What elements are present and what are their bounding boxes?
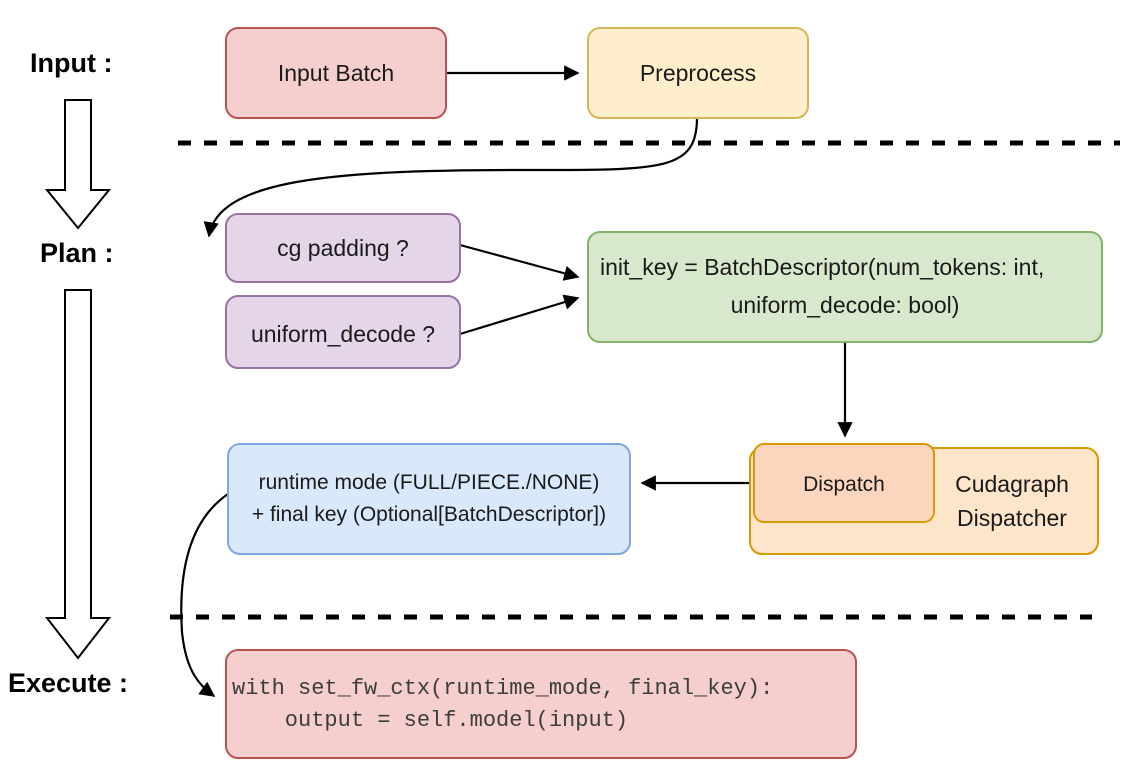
node-runtime-mode-label-line1: runtime mode (FULL/PIECE./NONE) — [259, 471, 600, 494]
node-dispatch-shape — [753, 443, 935, 523]
node-init-key[interactable]: init_key = BatchDescriptor(num_tokens: i… — [587, 231, 1103, 343]
edge-runtime-mode-to-execute-code — [180, 493, 229, 697]
node-input-batch-shape — [225, 27, 447, 119]
node-init-key-label-line2: uniform_decode: bool) — [731, 292, 960, 318]
node-execute-code-line2: output = self.model(input) — [232, 708, 628, 733]
node-dispatch-label: Dispatch — [803, 473, 885, 496]
node-uniform-decode-label: uniform_decode ? — [251, 321, 435, 347]
node-preprocess[interactable]: Preprocess — [587, 27, 809, 119]
stage-separators — [170, 140, 1120, 620]
node-cudagraph-dispatcher-label-line1: Cudagraph — [955, 471, 1069, 497]
stage-label-input: Input : — [30, 48, 112, 78]
edge-cg-padding-to-init-key — [459, 243, 580, 281]
node-execute-code-shape — [225, 649, 857, 759]
down-arrow-plan-to-execute — [44, 289, 112, 660]
node-cg-padding-label: cg padding ? — [277, 235, 409, 261]
node-execute-code[interactable]: with set_fw_ctx(runtime_mode, final_key)… — [225, 649, 857, 759]
stage-label-execute: Execute : — [8, 668, 128, 698]
node-uniform-decode[interactable]: uniform_decode ? — [225, 295, 461, 369]
node-runtime-mode[interactable]: runtime mode (FULL/PIECE./NONE) + final … — [227, 443, 631, 555]
node-runtime-mode-label-line2: + final key (Optional[BatchDescriptor]) — [252, 503, 606, 526]
edges — [180, 65, 853, 697]
stage-label-plan: Plan : — [40, 238, 114, 268]
edge-uniform-decode-to-init-key — [459, 294, 580, 336]
node-input-batch-label: Input Batch — [278, 60, 394, 86]
node-cudagraph-dispatcher-label-line2: Dispatcher — [957, 505, 1067, 531]
node-cg-padding-shape — [225, 213, 461, 283]
stage-labels: Input : Plan : Execute : — [8, 48, 128, 698]
node-dispatch[interactable]: Dispatch — [753, 443, 935, 523]
node-runtime-mode-shape — [227, 443, 631, 555]
node-preprocess-label: Preprocess — [640, 60, 756, 86]
node-input-batch[interactable]: Input Batch — [225, 27, 447, 119]
node-execute-code-line1: with set_fw_ctx(runtime_mode, final_key)… — [232, 676, 773, 701]
node-preprocess-shape — [587, 27, 809, 119]
down-arrow-input-to-plan — [44, 99, 112, 230]
node-init-key-label-line1: init_key = BatchDescriptor(num_tokens: i… — [600, 254, 1044, 280]
edge-preprocess-to-cg-padding — [203, 117, 699, 238]
node-uniform-decode-shape — [225, 295, 461, 369]
stage-progress-arrows — [44, 99, 112, 660]
nodes: Input Batch Preprocess cg padding ? unif… — [225, 27, 1103, 759]
node-cg-padding[interactable]: cg padding ? — [225, 213, 461, 283]
node-init-key-shape — [587, 231, 1103, 343]
